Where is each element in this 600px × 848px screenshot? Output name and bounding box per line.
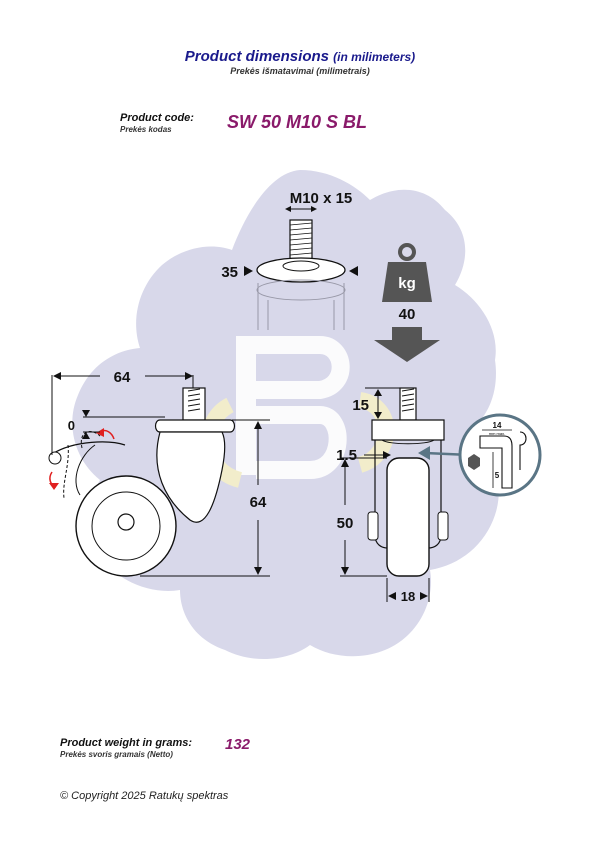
copyright: © Copyright 2025 Ratukų spektras xyxy=(60,790,229,802)
plate-arrow-left xyxy=(244,266,253,276)
product-code-label: Product code: xyxy=(120,112,194,124)
plate-arrow-right xyxy=(349,266,358,276)
thread-dimension: M10 x 15 xyxy=(290,190,353,207)
wheel-diameter-dimension: 50 xyxy=(337,515,354,532)
key-size-dimension: 14 xyxy=(493,421,502,430)
load-dimension: 40 xyxy=(399,306,416,323)
gap-dimension: 1.5 xyxy=(336,447,357,464)
weight-icon xyxy=(382,243,432,302)
product-code: SW 50 M10 S BL xyxy=(227,112,368,132)
height-dimension: 64 xyxy=(250,494,267,511)
weight-value: 132 xyxy=(225,736,251,753)
key-depth-dimension: 5 xyxy=(495,471,500,480)
load-arrow-icon xyxy=(374,327,440,362)
kg-label: kg xyxy=(398,275,416,292)
top-plate-view xyxy=(256,219,346,330)
brake-dashed-outline xyxy=(63,444,69,499)
weight-label-lt: Prekės svoris gramais (Netto) xyxy=(60,750,173,759)
product-code-label-lt: Prekės kodas xyxy=(120,125,172,134)
title-text: Product dimensions xyxy=(184,48,329,65)
width-dimension: 64 xyxy=(114,369,131,386)
thread-arrow-right xyxy=(311,206,317,212)
side-view-caster xyxy=(48,387,236,577)
plate-diameter-dimension: 35 xyxy=(221,264,238,281)
weight-label: Product weight in grams: xyxy=(60,737,193,749)
wheel-width-dimension: 18 xyxy=(401,589,415,604)
brake-offset-dimension: 0 xyxy=(68,418,75,433)
hex-key-callout xyxy=(458,413,542,497)
hex-nut-icon xyxy=(468,454,480,470)
thread-length-dimension: 15 xyxy=(352,397,369,414)
page-title: Product dimensions (in milimeters) xyxy=(0,48,600,65)
page-subtitle: Prekės išmatavimai (milimetrais) xyxy=(230,66,370,76)
title-unit: (in milimeters) xyxy=(333,50,416,64)
thread-arrow-left xyxy=(285,206,291,212)
key-max-note: mm max. xyxy=(489,431,505,436)
hex-key-icon xyxy=(479,431,527,489)
